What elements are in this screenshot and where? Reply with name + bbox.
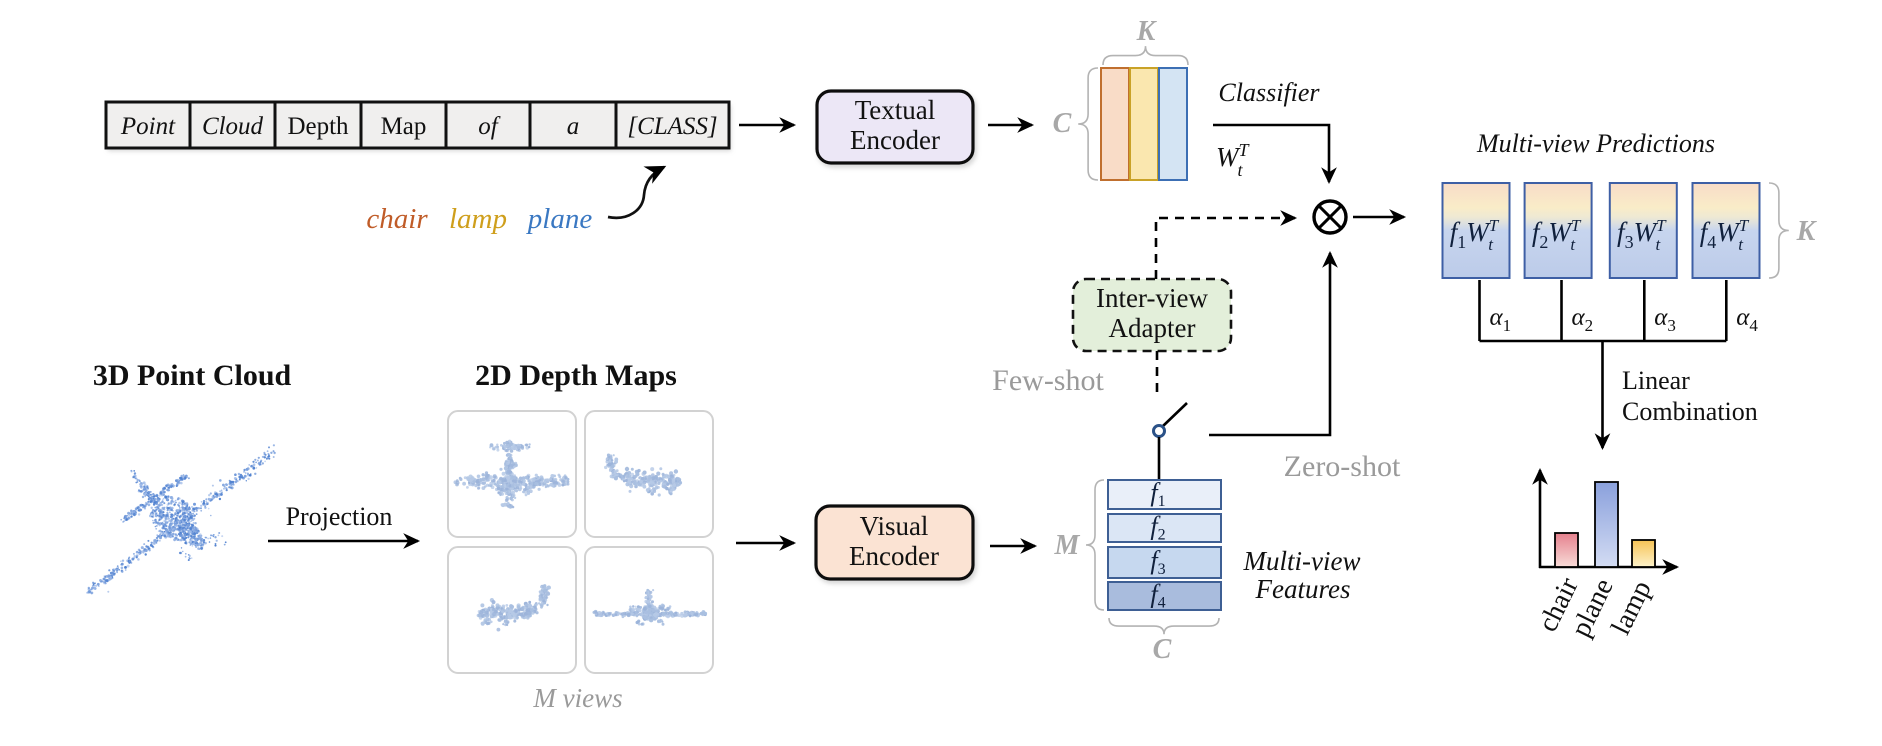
svg-text:α3: α3: [1654, 304, 1676, 335]
svg-text:K: K: [1796, 216, 1818, 247]
svg-text:α2: α2: [1572, 304, 1594, 335]
svg-text:C: C: [1153, 634, 1172, 665]
svg-text:Multi-view Predictions: Multi-view Predictions: [1476, 129, 1715, 158]
svg-text:Projection: Projection: [286, 502, 393, 531]
svg-text:Textual: Textual: [855, 95, 936, 125]
svg-text:lamp: lamp: [449, 203, 507, 235]
svg-text:WTt: WTt: [1216, 140, 1251, 180]
svg-text:α4: α4: [1736, 304, 1758, 335]
svg-text:plane: plane: [526, 203, 593, 235]
svg-text:3D Point Cloud: 3D Point Cloud: [93, 359, 292, 392]
svg-text:Inter-view: Inter-view: [1096, 283, 1208, 313]
svg-text:chair: chair: [366, 203, 428, 235]
svg-text:K: K: [1136, 16, 1158, 47]
svg-text:Point: Point: [120, 113, 176, 140]
svg-text:Combination: Combination: [1622, 397, 1758, 426]
svg-text:Adapter: Adapter: [1109, 313, 1196, 343]
svg-text:Multi-view: Multi-view: [1243, 546, 1361, 576]
svg-text:2D Depth Maps: 2D Depth Maps: [475, 359, 677, 392]
svg-text:α1: α1: [1490, 304, 1512, 335]
svg-text:Few-shot: Few-shot: [992, 364, 1104, 397]
svg-text:Encoder: Encoder: [849, 541, 939, 571]
svg-text:Zero-shot: Zero-shot: [1284, 450, 1401, 483]
svg-text:Features: Features: [1255, 574, 1351, 604]
svg-text:Linear: Linear: [1622, 366, 1690, 395]
svg-text:Depth: Depth: [287, 113, 349, 140]
svg-text:Visual: Visual: [860, 511, 929, 541]
svg-text:Map: Map: [381, 113, 427, 140]
svg-text:C: C: [1053, 108, 1072, 139]
svg-text:Encoder: Encoder: [850, 125, 940, 155]
svg-text:[CLASS]: [CLASS]: [627, 113, 717, 140]
svg-text:M views: M views: [532, 683, 622, 713]
svg-text:Cloud: Cloud: [202, 113, 264, 140]
svg-text:a: a: [567, 113, 580, 140]
svg-text:of: of: [478, 113, 501, 140]
svg-text:M: M: [1054, 530, 1081, 561]
svg-text:Classifier: Classifier: [1218, 78, 1320, 107]
